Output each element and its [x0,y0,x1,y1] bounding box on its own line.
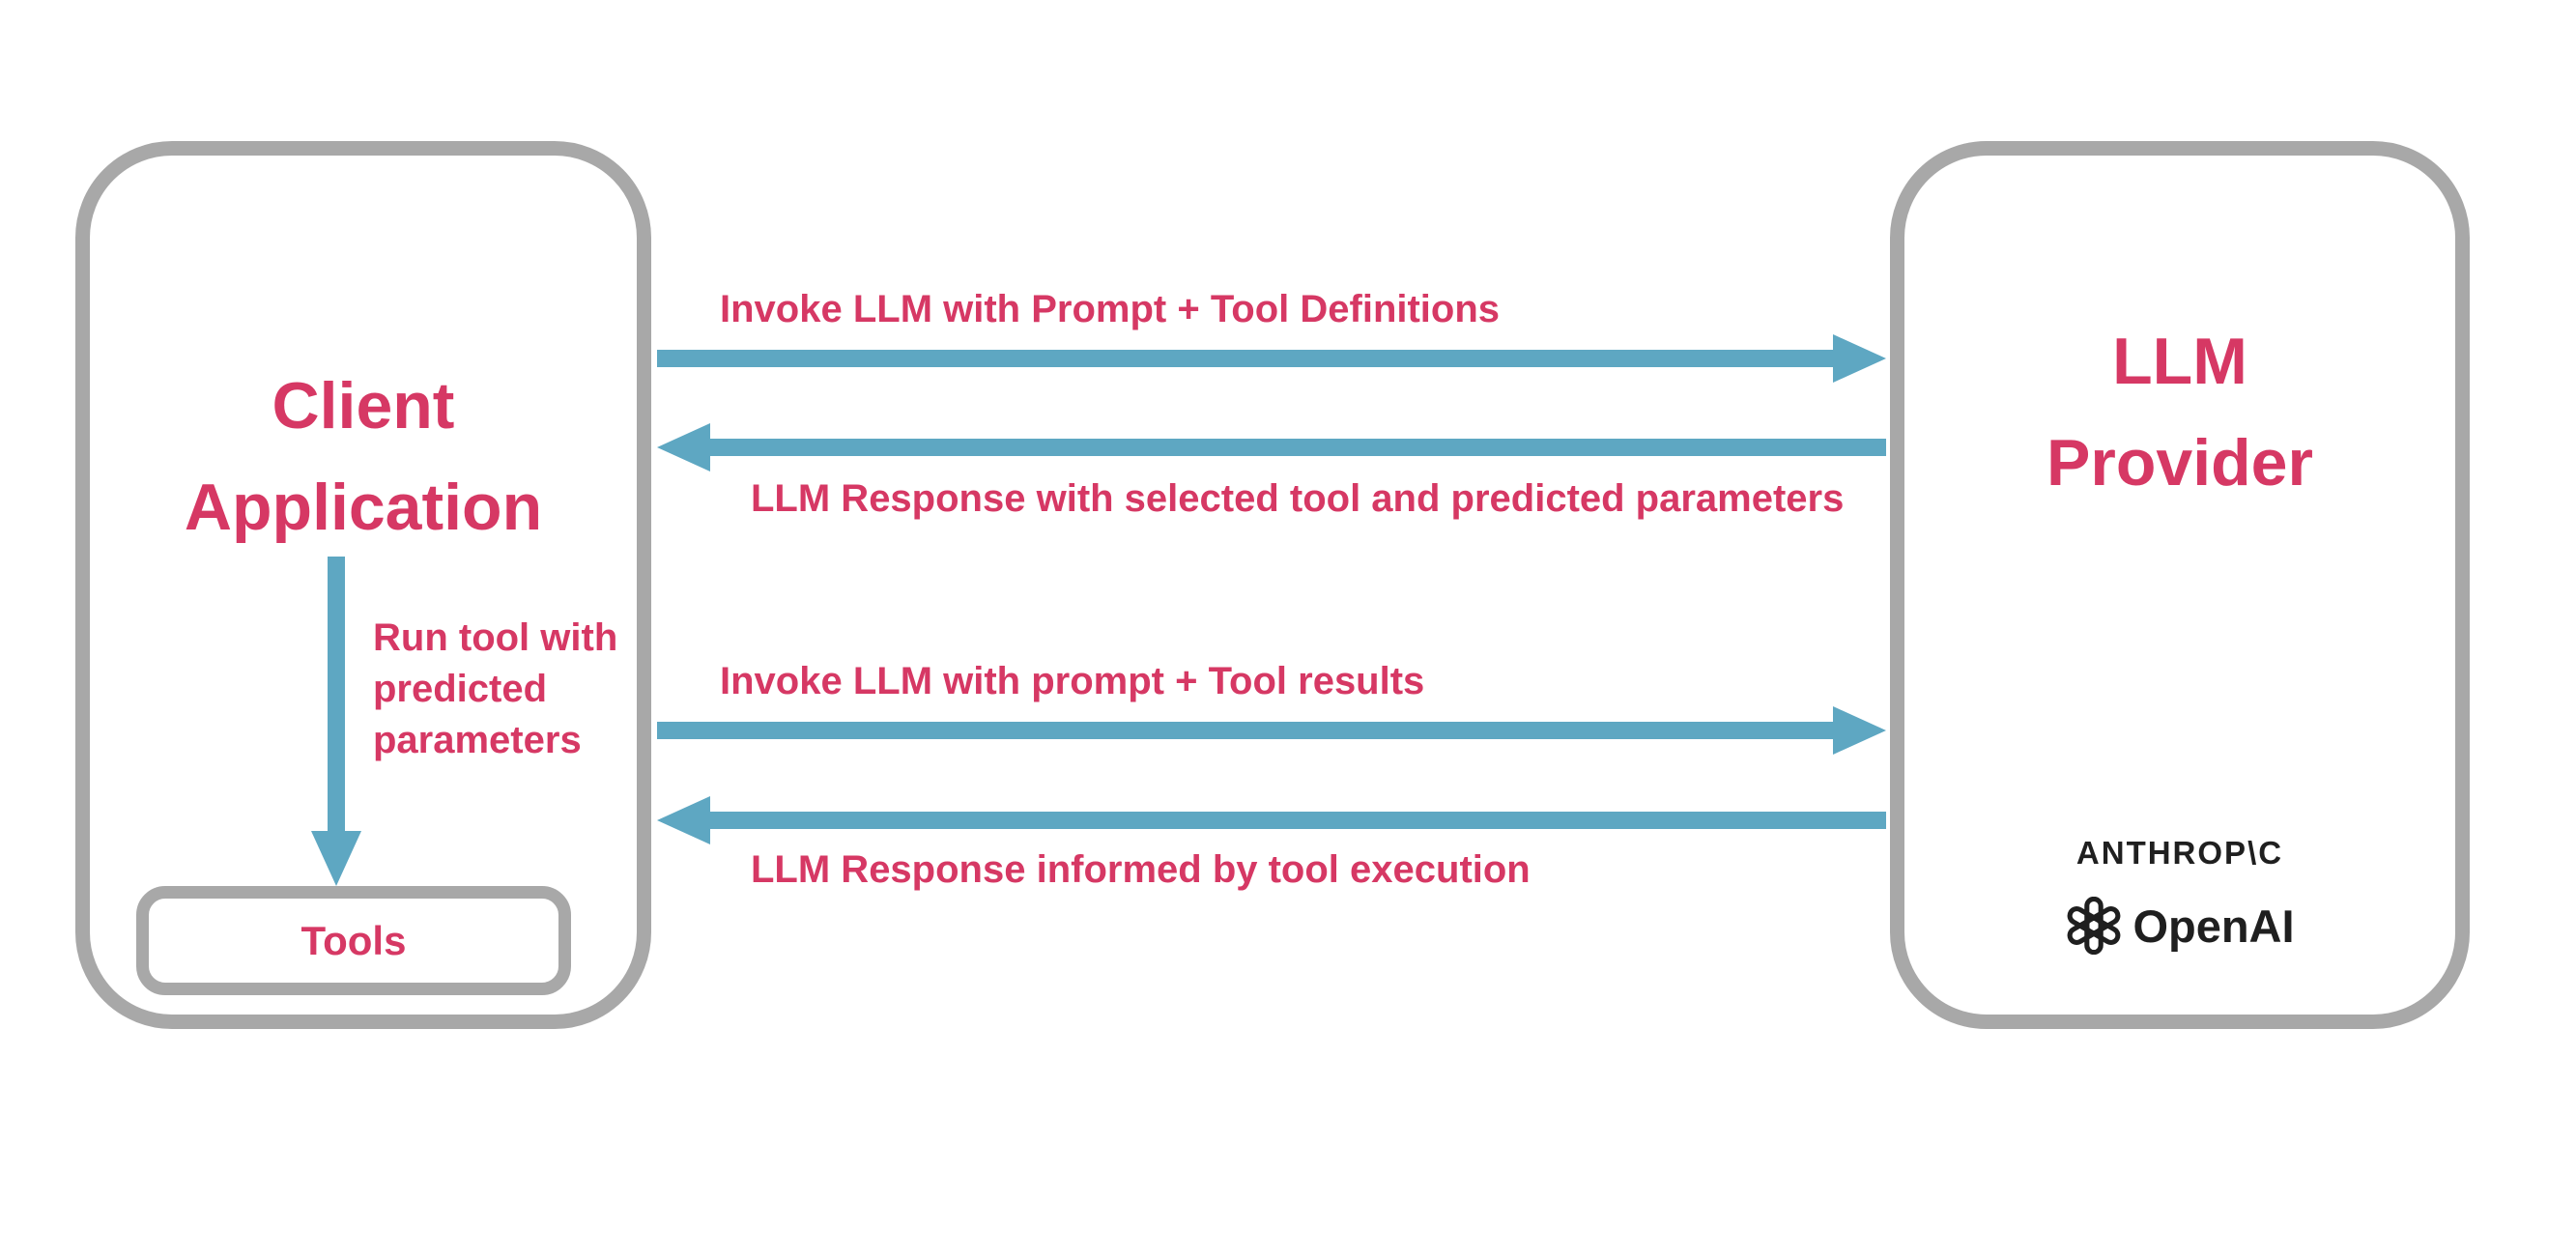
run-tool-arrow-shaft [328,557,345,831]
client-application-title: Client Application [75,356,651,558]
run-tool-note-line3: parameters [373,719,582,761]
arrow-left-icon [657,796,710,844]
client-title-line1: Client [272,369,455,443]
provider-title-line2: Provider [2046,426,2313,500]
run-tool-note-line2: predicted [373,668,548,710]
tools-label: Tools [301,917,407,963]
run-tool-note: Run tool with predicted parameters [373,613,617,766]
openai-logo-text: OpenAI [2132,900,2295,952]
client-application-box [75,141,651,1029]
openai-logo: OpenAI [1890,897,2470,955]
anthropic-logo: ANTHROP\C [2075,835,2284,871]
flow2-label: LLM Response with selected tool and pred… [751,477,1845,520]
flow4-label: LLM Response informed by tool execution [751,848,1531,891]
arrow-right-icon [1833,334,1886,383]
flow4-arrow-shaft [710,812,1886,829]
llm-provider-title: LLM Provider [1890,311,2470,514]
client-title-line2: Application [184,471,543,544]
flow2-arrow-shaft [710,439,1886,456]
flow1-arrow-shaft [657,350,1833,367]
run-tool-note-line1: Run tool with [373,616,618,659]
flow1-label: Invoke LLM with Prompt + Tool Definition… [720,288,1501,330]
provider-title-line1: LLM [2112,325,2247,398]
arrow-down-icon [311,831,361,886]
openai-icon [2068,897,2121,955]
flow3-label: Invoke LLM with prompt + Tool results [720,660,1425,702]
flow3-arrow-shaft [657,722,1833,739]
arrow-left-icon [657,423,710,472]
llm-provider-box [1890,141,2470,1029]
tools-box: Tools [136,886,571,995]
arrow-right-icon [1833,706,1886,755]
